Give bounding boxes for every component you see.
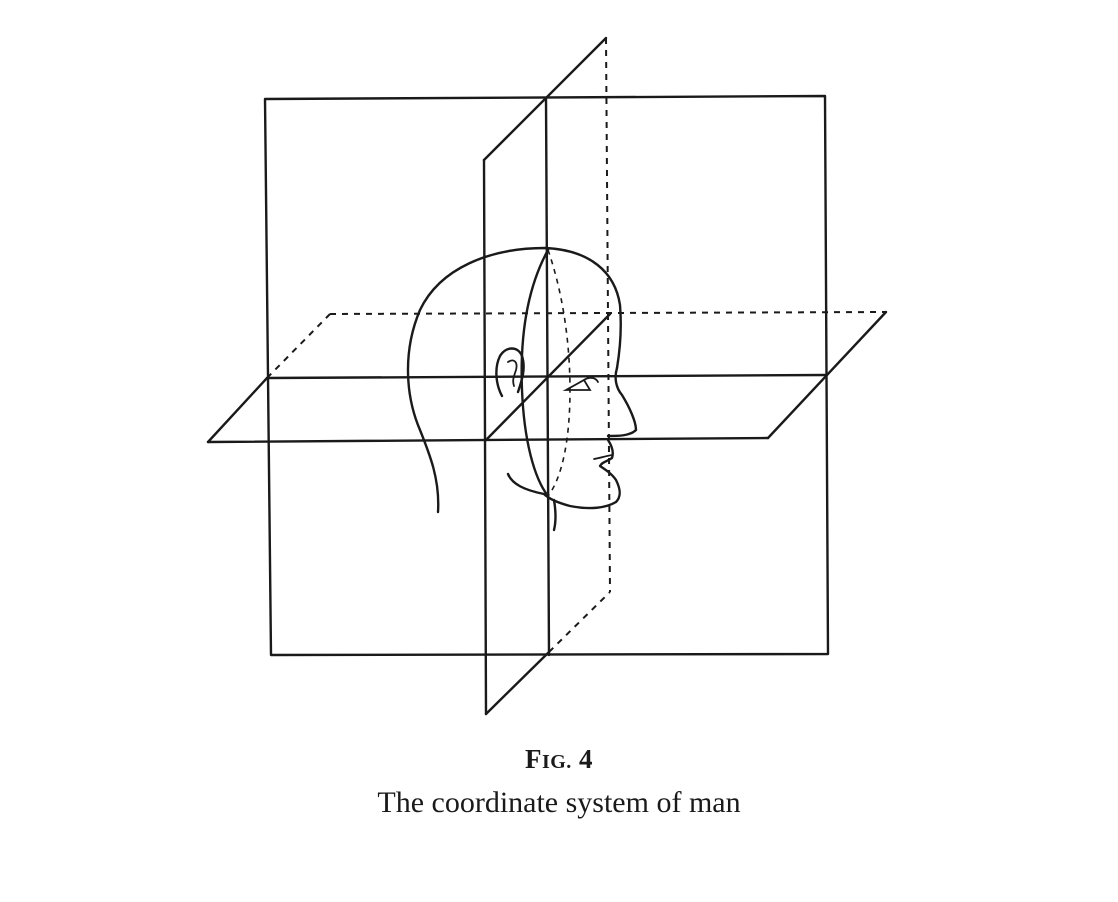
figure-label: FIG. 4 [0,744,1118,775]
sagittal-plane [482,36,612,716]
coordinate-system-diagram [206,36,888,716]
figure-label-number: 4 [579,744,594,774]
figure-caption: The coordinate system of man [377,786,741,819]
frontal-plane [263,94,830,657]
head-profile [406,246,638,532]
figure-label-initial: F [524,744,542,774]
figure-label-smallcaps: IG. [541,751,572,773]
